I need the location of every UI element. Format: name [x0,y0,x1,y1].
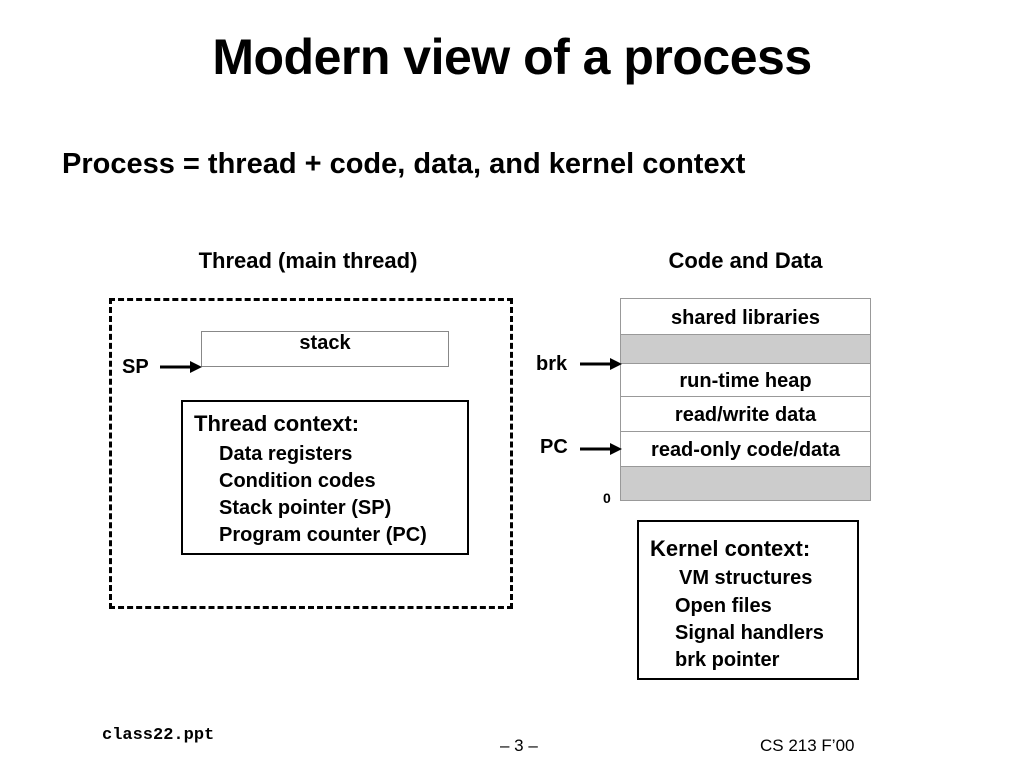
brk-label: brk [536,353,568,375]
thread-context-box: Thread context: Data registers Condition… [181,400,469,555]
kernel-context-item: Open files [675,595,772,617]
kernel-context-box: Kernel context: VM structures Open files… [637,520,859,680]
sp-label: SP [122,356,149,378]
kernel-context-title: Kernel context: [650,536,811,561]
kernel-context-item: Signal handlers [675,622,824,644]
thread-boundary [109,298,513,609]
thread-heading: Thread (main thread) [198,248,418,273]
sp-arrow [160,360,204,374]
code-data-heading: Code and Data [668,248,823,273]
stack-label: stack [299,332,351,354]
segment-run-time-heap: run-time heap [620,363,871,397]
segment-gap [620,334,871,364]
footer-page-number: – 3 – [500,736,538,755]
footer-filename: class22.ppt [102,726,215,745]
segment-read-only-code: read-only code/data [620,431,871,467]
thread-context-title: Thread context: [194,411,360,436]
pc-arrow [580,442,624,456]
segment-read-write-data: read/write data [620,396,871,432]
segment-reserved [620,466,871,501]
slide-title: Modern view of a process [212,29,812,85]
brk-arrow [580,357,624,371]
slide-subtitle: Process = thread + code, data, and kerne… [62,148,746,180]
thread-context-item: Program counter (PC) [219,524,427,546]
pc-label: PC [540,436,568,458]
stack-segment: stack [201,331,449,367]
kernel-context-item: VM structures [679,567,813,589]
thread-context-item: Stack pointer (SP) [219,497,392,519]
footer-course: CS 213 F’00 [760,736,855,755]
kernel-context-item: brk pointer [675,649,780,671]
zero-address-label: 0 [603,490,611,506]
segment-shared-libraries: shared libraries [620,298,871,335]
thread-context-item: Data registers [219,443,353,465]
thread-context-item: Condition codes [219,470,376,492]
